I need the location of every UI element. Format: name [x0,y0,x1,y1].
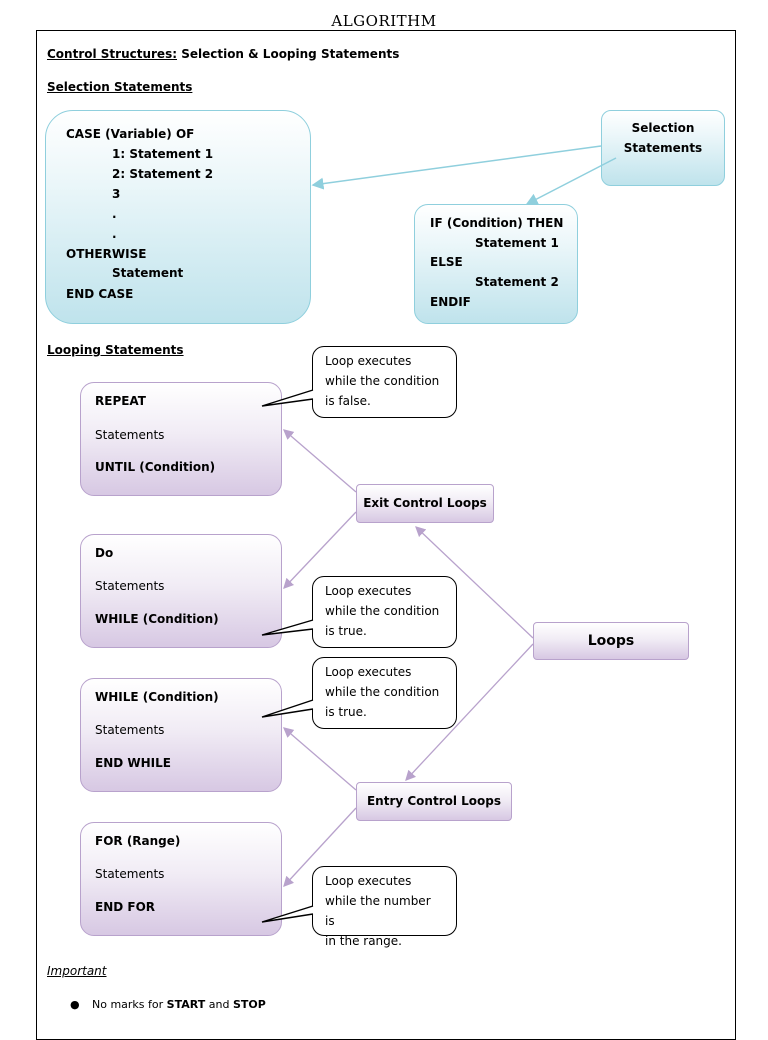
callout-line: while the condition [325,604,440,618]
looping-heading: Looping Statements [47,343,184,357]
loop-line: FOR (Range) [95,834,181,848]
arrow-to-exit [415,526,534,639]
callout-line: is false. [325,394,371,408]
label-text: Exit Control Loops [363,496,487,510]
arrow-to-entry [405,643,534,781]
loop-line: Statements [95,723,165,737]
arrow-to-if [525,157,617,205]
arrow-to-while [283,727,357,791]
bullet-text-mid: and [205,998,233,1011]
loop-line: WHILE (Condition) [95,690,219,704]
loop-line: Statements [95,579,165,593]
callout-line: Loop executes [325,874,412,888]
callout-do-while: Loop executes while the condition is tru… [312,576,457,648]
case-line: CASE (Variable) OF [66,127,195,141]
bullet-text-bold: START [166,998,206,1011]
page-title: ALGORITHM [331,12,437,30]
loop-line: Statements [95,428,165,442]
section-heading: Control Structures: Selection & Looping … [47,47,399,61]
do-while-loop-box: Do Statements WHILE (Condition) [80,534,282,648]
heading-rest: Selection & Looping Statements [177,47,400,61]
arrow-to-do-while [283,511,357,589]
heading-underlined: Control Structures: [47,47,178,61]
label-text: Loops [587,633,635,649]
callout-line: Loop executes [325,354,412,368]
for-loop-box: FOR (Range) Statements END FOR [80,822,282,936]
selection-statements-label: Selection Statements [601,110,725,186]
important-heading: Important [47,964,107,978]
case-line: Statement [112,266,184,280]
case-line: END CASE [66,287,134,301]
callout-line: in the range. [325,934,402,948]
bullet-icon: ● [70,998,80,1011]
callout-repeat: Loop executes while the condition is fal… [312,346,457,418]
callout-line: while the condition [325,374,440,388]
bullet-text-bold: STOP [232,998,266,1011]
case-line: 2: Statement 2 [112,167,214,181]
if-line: Statement 2 [475,275,559,289]
if-line: ENDIF [430,295,471,309]
exit-control-loops-label: Exit Control Loops [356,484,494,523]
case-line: 3 [112,187,121,201]
callout-tail [261,905,314,923]
if-line: Statement 1 [475,236,559,250]
callout-line: while the number is [325,894,431,928]
label-line: Statements [623,141,703,155]
selection-heading: Selection Statements [47,80,193,94]
loop-line: UNTIL (Condition) [95,460,216,474]
if-statement-box: IF (Condition) THEN Statement 1 ELSE Sta… [414,204,578,324]
callout-tail [261,389,314,407]
loop-line: Do [95,546,114,560]
bullet-item: ● No marks for START and STOP [70,998,266,1011]
entry-control-loops-label: Entry Control Loops [356,782,512,821]
if-line: IF (Condition) THEN [430,216,564,230]
arrow-to-repeat [283,429,357,493]
arrow-to-for [283,807,357,887]
label-text: Entry Control Loops [366,794,502,808]
while-loop-box: WHILE (Condition) Statements END WHILE [80,678,282,792]
callout-while: Loop executes while the condition is tru… [312,657,457,729]
bullet-text-plain: No marks for [92,998,167,1011]
loop-line: END FOR [95,900,156,914]
loop-line: REPEAT [95,394,146,408]
repeat-loop-box: REPEAT Statements UNTIL (Condition) [80,382,282,496]
case-line: OTHERWISE [66,247,147,261]
loop-line: WHILE (Condition) [95,612,219,626]
arrow-to-case [311,145,602,190]
case-line: . [112,227,117,241]
loops-label: Loops [533,622,689,660]
case-line: 1: Statement 1 [112,147,214,161]
callout-tail [261,699,314,718]
loop-line: END WHILE [95,756,171,770]
case-line: . [112,207,117,221]
loop-line: Statements [95,867,165,881]
callout-line: is true. [325,705,367,719]
callout-for: Loop executes while the number is in the… [312,866,457,948]
callout-line: while the condition [325,685,440,699]
case-statement-box: CASE (Variable) OF 1: Statement 1 2: Sta… [45,110,311,324]
callout-line: is true. [325,624,367,638]
callout-tail [261,619,314,636]
if-line: ELSE [430,255,463,269]
callout-line: Loop executes [325,584,412,598]
label-line: Selection [631,121,695,135]
callout-line: Loop executes [325,665,412,679]
